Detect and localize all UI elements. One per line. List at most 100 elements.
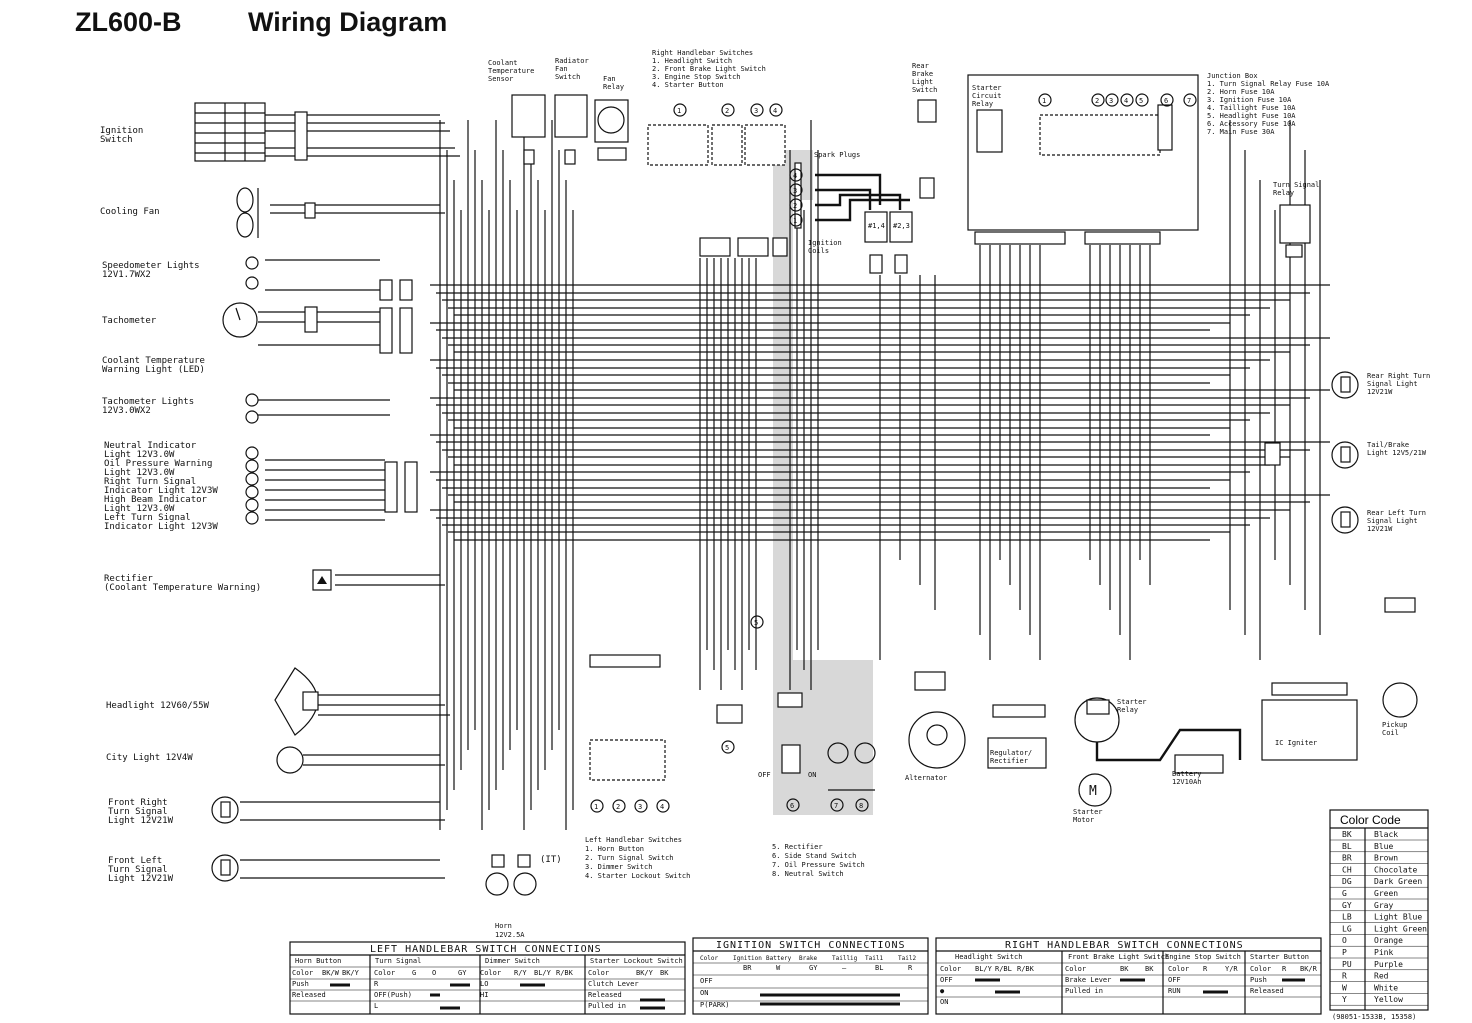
on-label: ON bbox=[808, 771, 816, 779]
right-table-cell: Pulled in bbox=[1065, 987, 1103, 995]
city-light-symbol bbox=[276, 746, 304, 774]
off-label: OFF bbox=[758, 771, 771, 779]
junction-box bbox=[967, 74, 1199, 245]
ic-igniter-label: IC Igniter bbox=[1275, 739, 1317, 747]
indicator-lamp bbox=[245, 511, 259, 525]
mid-table-color: BR bbox=[743, 964, 752, 972]
mid-table-color: GY bbox=[809, 964, 818, 972]
battery-label-line: 12V10Ah bbox=[1172, 778, 1202, 786]
headlight-symbol bbox=[274, 667, 319, 736]
indicator-lamp bbox=[245, 256, 259, 270]
left-handlebar-label-line: 4. Starter Lockout Switch bbox=[585, 872, 690, 880]
mid-table-header: Taillig bbox=[832, 955, 858, 962]
indicator-lamp bbox=[245, 498, 259, 512]
cooling-fan-symbol bbox=[236, 187, 316, 238]
indicator-lamp bbox=[245, 459, 259, 473]
rectifier-coolant-symbol bbox=[312, 569, 332, 591]
color-code-name: Purple bbox=[1374, 960, 1403, 969]
instrument-connectors bbox=[379, 279, 418, 513]
label-indicators-line: Left Turn Signal bbox=[104, 513, 191, 523]
number-marker-label: 1 bbox=[594, 803, 598, 811]
right-table-cell: Y/R bbox=[1225, 965, 1238, 973]
right-table-section: Front Brake Light Switch bbox=[1068, 953, 1169, 961]
number-marker bbox=[590, 799, 604, 813]
number-marker bbox=[1160, 93, 1174, 107]
horn-label-line: Horn bbox=[495, 922, 512, 930]
left-table-section: Turn Signal bbox=[375, 957, 421, 965]
starter-circuit-label-line: Relay bbox=[972, 100, 993, 108]
right-table-section: Starter Button bbox=[1250, 953, 1309, 961]
color-code-name: Dark Green bbox=[1374, 877, 1422, 886]
right-table-cell: Color bbox=[1065, 965, 1086, 973]
left-table-title: LEFT HANDLEBAR SWITCH CONNECTIONS bbox=[370, 944, 602, 955]
svg-text:M: M bbox=[1089, 784, 1097, 799]
starter-relay-label-line: Relay bbox=[1117, 706, 1138, 714]
left-table-cell: BK/Y bbox=[342, 969, 360, 977]
number-marker-label: 2 bbox=[616, 803, 620, 811]
color-code-abbrev: DG bbox=[1342, 877, 1352, 886]
left-handlebar-label-line: 3. Dimmer Switch bbox=[585, 863, 652, 871]
mid-table-header: Color bbox=[700, 955, 718, 962]
rear-brake-label-line: Brake bbox=[912, 70, 933, 78]
right-table-cell: Push bbox=[1250, 976, 1267, 984]
label-front-right-line: Front Right bbox=[108, 798, 168, 808]
junction-box-label-line: 4. Taillight Fuse 10A bbox=[1207, 104, 1296, 112]
wire-bus bbox=[240, 114, 1330, 879]
color-code-abbrev: P bbox=[1342, 948, 1347, 957]
battery bbox=[1174, 754, 1224, 774]
indicator-lamp bbox=[245, 485, 259, 499]
rear-right-label-line: 12V21W bbox=[1367, 388, 1393, 396]
left-table-cell: Pulled in bbox=[588, 1002, 626, 1010]
mid-table-header: Tail2 bbox=[898, 955, 916, 962]
number-marker-label: 4 bbox=[773, 107, 777, 115]
tail-brake-label-line: Light 12V5/21W bbox=[1367, 449, 1427, 457]
rear-brake-switch bbox=[917, 99, 937, 199]
color-code-abbrev: BK bbox=[1342, 830, 1352, 839]
harness-shade-left bbox=[773, 150, 793, 815]
coil-label: #2,3 bbox=[893, 222, 910, 230]
front-turn-symbols bbox=[211, 796, 239, 882]
color-code-name: Black bbox=[1374, 830, 1398, 839]
color-code-name: Blue bbox=[1374, 842, 1393, 851]
starter-relay-label-line: Starter bbox=[1117, 698, 1147, 706]
alternator bbox=[908, 671, 966, 769]
number-marker bbox=[656, 799, 670, 813]
mid-table-row: P(PARK) bbox=[700, 1001, 730, 1009]
left-table-cell: Color bbox=[480, 969, 501, 977]
fan-relay-label-line: Fan bbox=[603, 75, 616, 83]
coolant-sensor bbox=[511, 94, 546, 165]
number-marker-label: 8 bbox=[859, 802, 863, 810]
label-front-right-line: Light 12V21W bbox=[108, 816, 174, 826]
number-marker bbox=[750, 103, 764, 117]
color-code-abbrev: W bbox=[1342, 983, 1347, 992]
left-handlebar-label-line: 1. Horn Button bbox=[585, 845, 644, 853]
coolant-sensor-label-line: Temperature bbox=[488, 67, 534, 75]
number-marker-label: 4 bbox=[660, 803, 664, 811]
battery-label-line: Battery bbox=[1172, 770, 1202, 778]
color-code-abbrev: G bbox=[1342, 889, 1347, 898]
label-front-left-line: Turn Signal bbox=[108, 865, 168, 875]
right-table-cell: ● bbox=[940, 987, 945, 995]
rear-left-label-line: Signal Light bbox=[1367, 517, 1418, 525]
mid-table-color: — bbox=[842, 964, 847, 972]
part-number: (98051-1533B, 15358) bbox=[1332, 1013, 1416, 1021]
right-table-cell: BK bbox=[1120, 965, 1129, 973]
number-marker bbox=[789, 213, 803, 227]
starter-motor-label-line: Motor bbox=[1073, 816, 1094, 824]
left-lamps bbox=[245, 256, 259, 525]
fan-relay-label-line: Relay bbox=[603, 83, 624, 91]
number-marker bbox=[1120, 93, 1134, 107]
left-table-section: Dimmer Switch bbox=[485, 957, 540, 965]
number-marker-label: 6 bbox=[790, 802, 794, 810]
left-table-cell: Color bbox=[374, 969, 395, 977]
indicator-lamp bbox=[245, 276, 259, 290]
right-handlebar-switch-block bbox=[647, 124, 788, 257]
color-code-abbrev: Y bbox=[1342, 995, 1347, 1004]
right-handlebar-label-line: 3. Engine Stop Switch bbox=[652, 73, 741, 81]
mid-table-color: BL bbox=[875, 964, 883, 972]
radiator-fan-switch bbox=[554, 94, 588, 165]
color-code-abbrev: CH bbox=[1342, 865, 1352, 874]
